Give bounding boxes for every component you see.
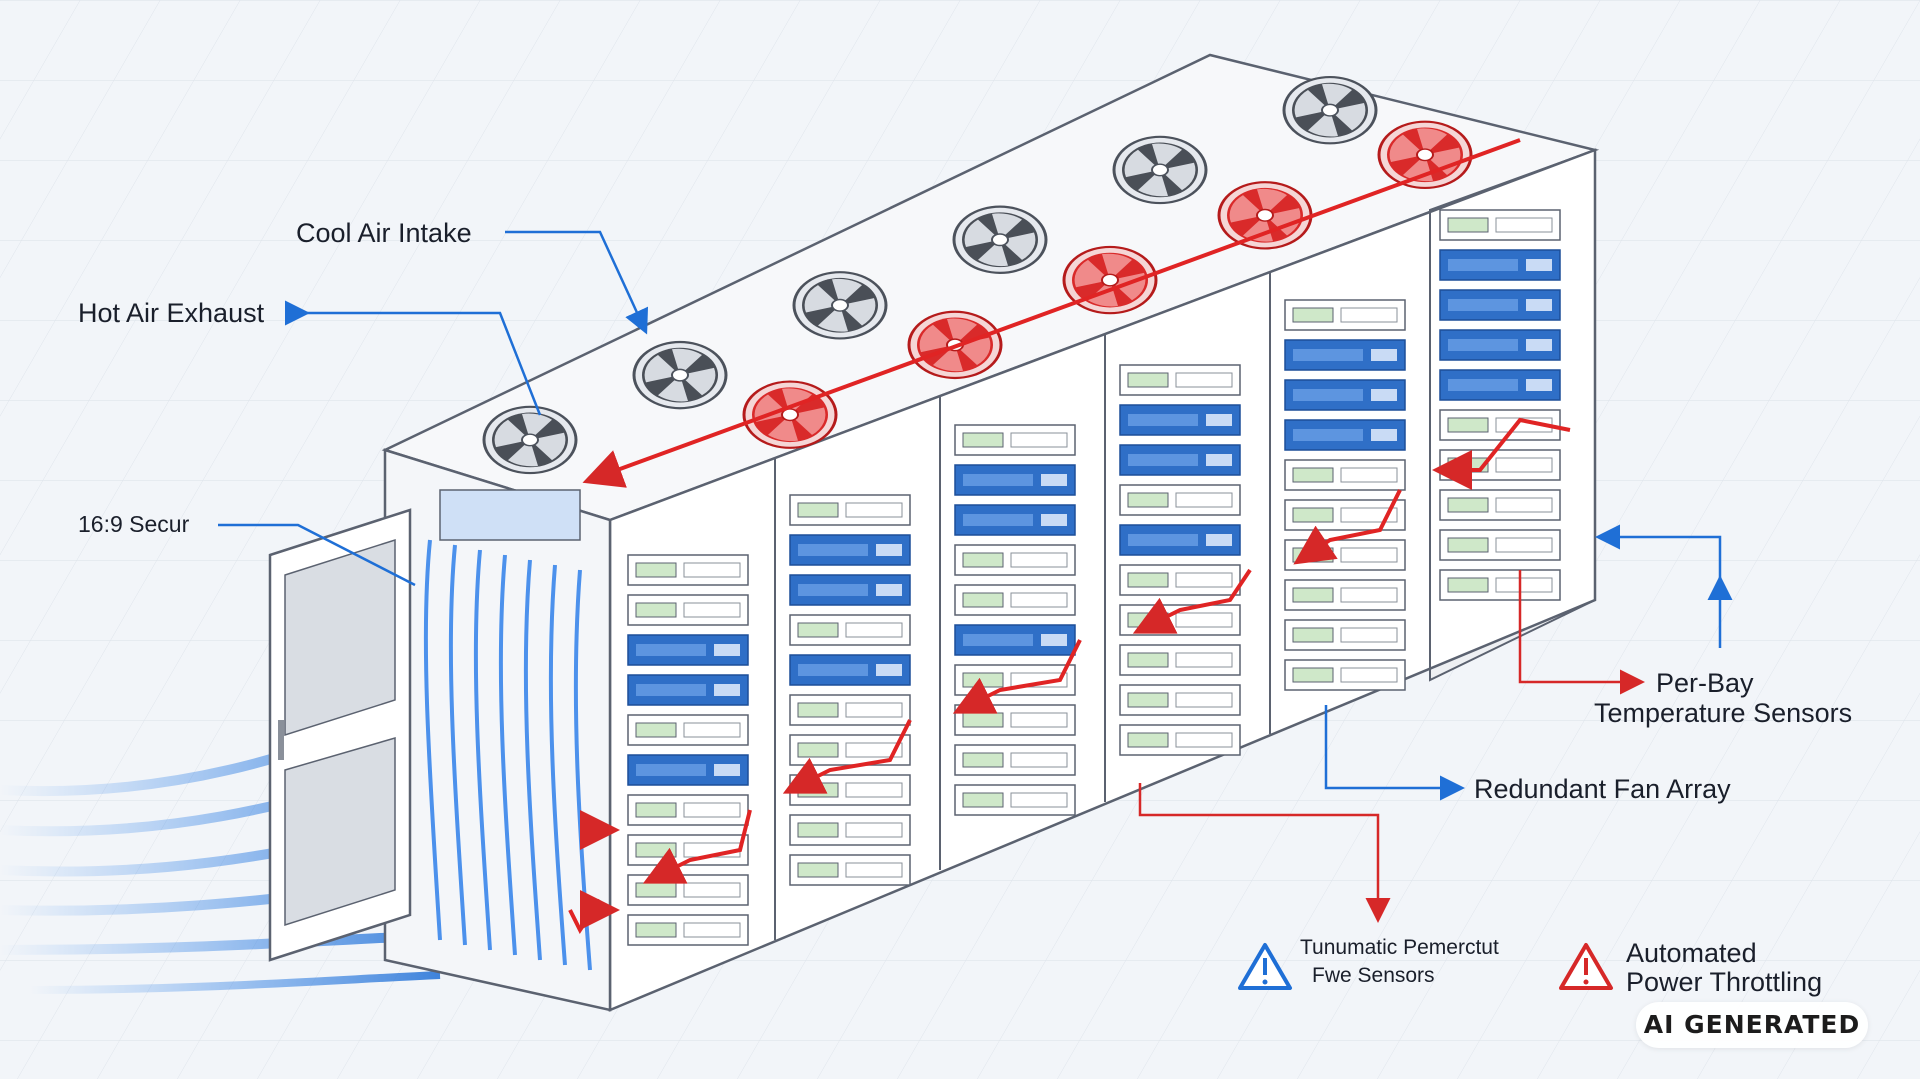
label-warn-left-line1: Tunumatic Pemerctut [1300,936,1499,959]
server-rack-row [381,53,1600,1012]
cabinet-door [268,508,412,962]
callout-lines [218,230,1733,923]
ai-generated-badge: AI GENERATED [1636,1002,1868,1048]
label-cool-air-intake: Cool Air Intake [296,218,472,248]
label-warn-right-line1: Automated [1626,938,1757,968]
warning-triangle-icon [1238,943,1292,990]
cool-air-channels [423,539,592,971]
cool-airflow-stream [0,695,442,994]
label-redundant-fan-array: Redundant Fan Array [1474,774,1731,804]
label-warn-right-line2: Power Throttling [1626,967,1823,997]
label-hot-air-exhaust: Hot Air Exhaust [78,298,265,328]
label-warn-left-line2: Fwe Sensors [1312,964,1435,987]
label-per-bay-line2: Temperature Sensors [1594,698,1853,728]
hot-airflow-path [568,138,1571,934]
label-per-bay-line1: Per-Bay [1656,668,1754,698]
warning-triangle-icon [1559,943,1613,990]
label-sector: 16:9 Secur [78,511,190,537]
